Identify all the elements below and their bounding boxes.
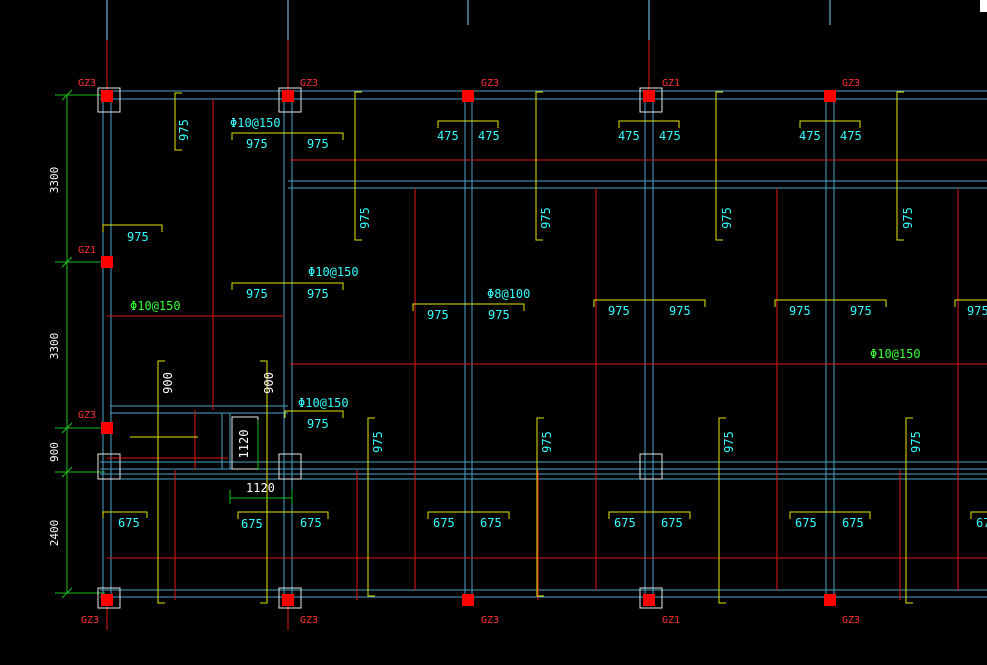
dim-label: 675 [433,516,455,530]
dim-label: 975 [789,304,811,318]
left-dimension-line [55,89,105,599]
gz-label: GZ3 [78,78,96,89]
dim-label-vertical: 975 [901,207,915,229]
dim-label: 975 [307,137,329,151]
gz-label: GZ1 [78,245,96,256]
dim-label: 975 [669,304,691,318]
dim-label: 975 [608,304,630,318]
dim-label: 975 [307,287,329,301]
dim-1120-lines [229,420,293,504]
corner-mark [980,0,987,12]
gz-label: GZ1 [662,78,680,89]
dim-label: 675 [118,516,140,530]
gz-label: GZ3 [78,410,96,421]
dim-2400: 2400 [48,520,61,547]
dim-label: 975 [246,287,268,301]
dim-label-vertical: 975 [720,207,734,229]
dim-label-vertical: 1120 [237,430,251,459]
dim-label: 975 [127,230,149,244]
dim-label: 675 [614,516,636,530]
rebar-spec-label: Φ10@150 [130,299,181,313]
dim-label: 675 [795,516,817,530]
dim-label-vertical: 975 [722,431,736,453]
gz-label: GZ3 [481,615,499,626]
dim-label: 675 [241,517,263,531]
dim-3300-top: 3300 [48,167,61,194]
gz-label: GZ3 [300,615,318,626]
dim-label: 675 [300,516,322,530]
dim-label: 975 [427,308,449,322]
dim-label: 475 [659,129,681,143]
dim-label: 475 [799,129,821,143]
beam-grid [100,90,987,598]
red-axis-ticks [106,40,650,630]
gz-label: GZ3 [842,78,860,89]
dim-label: 475 [618,129,640,143]
dim-label-vertical: 975 [540,431,554,453]
gz-label: GZ3 [481,78,499,89]
dim-label-1120: 1120 [246,481,275,495]
gz-label: GZ3 [300,78,318,89]
dim-label: 675 [842,516,864,530]
dim-label: 975 [850,304,872,318]
dim-label: 475 [437,129,459,143]
dim-label-vertical: 975 [909,431,923,453]
rebar-spec-label: Φ10@150 [308,265,359,279]
dim-label-vertical: 975 [177,119,191,141]
rebar-spec-label: Φ10@150 [870,347,921,361]
rebar-spec-label: Φ10@150 [298,396,349,410]
dim-900: 900 [48,442,61,462]
axis-lines [106,0,831,40]
dim-label: 475 [840,129,862,143]
dim-label: 675 [976,516,987,530]
dim-label: 975 [488,308,510,322]
rebar-spec-label: Φ8@100 [487,287,530,301]
dimension-numbers: 975 975 475 475 475 475 475 475 975 975 … [118,129,987,531]
column-markers [101,90,836,606]
rebar-lines [107,99,987,600]
dimension-brackets [102,91,987,604]
rebar-spec-label: Φ10@150 [230,116,281,130]
gz-label: GZ1 [662,615,680,626]
gz-label: GZ3 [81,615,99,626]
dim-label-vertical: 975 [358,207,372,229]
dim-3300-mid: 3300 [48,333,61,360]
dim-label: 975 [967,304,987,318]
dim-label: 975 [307,417,329,431]
dim-label: 975 [246,137,268,151]
dim-label-vertical: 975 [539,207,553,229]
dim-label-vertical: 900 [161,372,175,394]
gz-label: GZ3 [842,615,860,626]
dim-label-vertical: 900 [262,372,276,394]
dim-label: 675 [661,516,683,530]
dim-label: 475 [478,129,500,143]
dim-label: 675 [480,516,502,530]
dim-label-vertical: 975 [371,431,385,453]
